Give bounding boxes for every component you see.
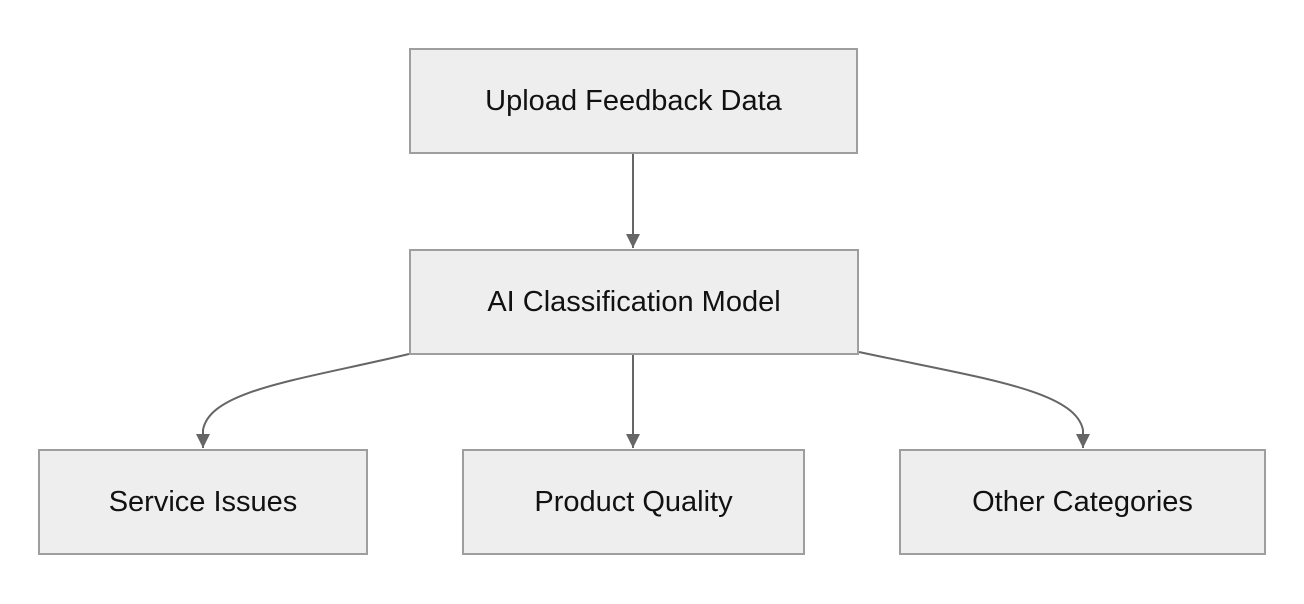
node-ai-classification-model: AI Classification Model	[409, 249, 859, 355]
edge-model-to-service-arrowhead	[196, 434, 210, 448]
node-product-quality: Product Quality	[462, 449, 805, 555]
edge-model-to-service	[202, 353, 410, 448]
edge-model-to-other	[858, 351, 1084, 448]
edge-upload-to-model-arrowhead	[626, 234, 640, 248]
edge-model-to-other-arrowhead	[1076, 434, 1090, 448]
node-service-label: Service Issues	[108, 485, 298, 518]
node-product-label: Product Quality	[534, 485, 733, 518]
node-service-issues: Service Issues	[38, 449, 368, 555]
edge-model-to-product-arrowhead	[626, 434, 640, 448]
node-other-categories: Other Categories	[899, 449, 1266, 555]
node-model-label: AI Classification Model	[487, 285, 781, 318]
node-other-label: Other Categories	[972, 485, 1193, 518]
node-upload-label: Upload Feedback Data	[485, 84, 782, 117]
node-upload-feedback-data: Upload Feedback Data	[409, 48, 858, 154]
